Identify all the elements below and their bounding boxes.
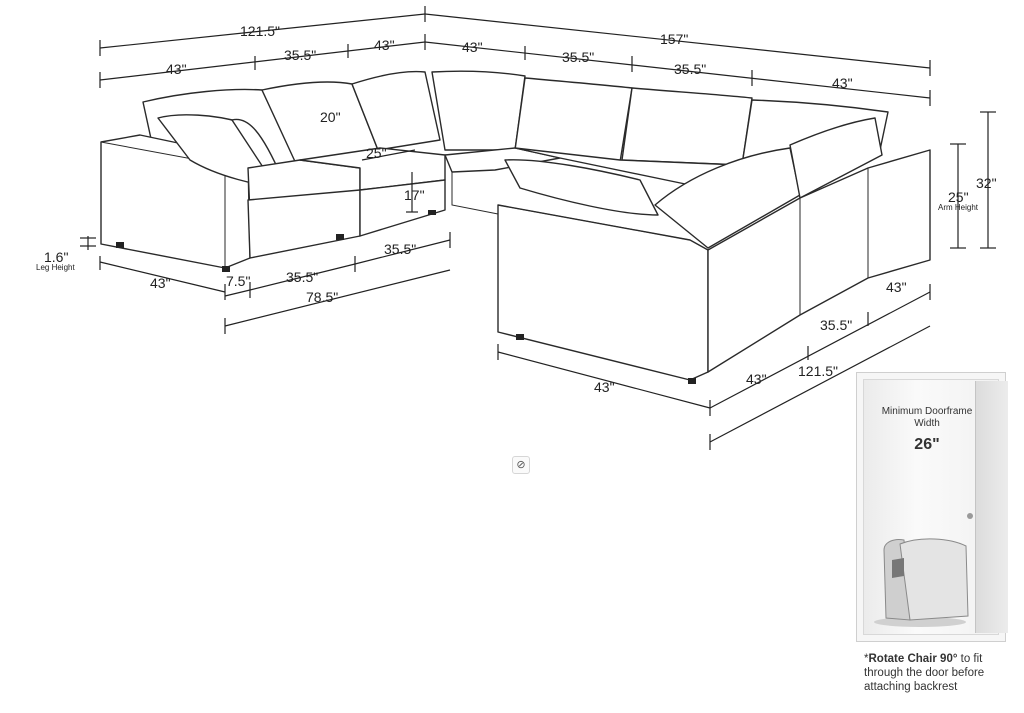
broken-image-icon: ⊘ [512,456,530,474]
door-title: Minimum Doorframe Width [881,406,973,429]
right-back-cushion-2 [789,117,883,199]
dim-right-side-3: 43" [886,279,907,295]
dim-right-total: 121.5" [798,363,838,379]
door-knob-icon [967,513,973,519]
dim-front-left-depth: 43" [150,275,171,291]
dim-seat-height: 17" [404,187,425,203]
dim-front-mid-upper: 35.5" [384,241,416,257]
dim-front-total: 78.5" [306,289,338,305]
back-cushion-mid-3 [621,87,753,166]
doorframe [856,372,1008,642]
right-front-chair [497,204,709,381]
dim-front-gap: 7.5" [226,273,250,289]
door-note-marker: * [864,653,869,665]
dim-right-side-1: 43" [746,371,767,387]
back-cushion-mid-1 [431,70,526,151]
armless-base-left [247,189,361,259]
dim-top-seg-6: 35.5" [674,61,706,77]
dim-top-right-total: 157" [660,31,688,47]
leg-height-label: Leg Height [36,263,75,272]
rotated-chair-icon [874,538,969,627]
door-leaf [975,381,1008,633]
armless-base-mid [359,179,446,237]
doorframe-illustration: Minimum Doorframe Width 26" *Rotate Chai… [848,372,1008,712]
dim-top-seg-5: 35.5" [562,49,594,65]
dim-top-seg-2: 35.5" [284,47,316,63]
door-note-rest: to fit through the door before attaching… [864,653,985,693]
arm-height-label: Arm Height [938,203,979,212]
leg [428,210,436,215]
dim-top-left-total: 121.5" [240,23,280,39]
right-front-pillow [504,159,659,216]
dim-total-height: 32" [976,175,997,191]
dim-right-front: 43" [594,379,615,395]
dim-right-side-2: 35.5" [820,317,852,333]
leg [116,242,124,248]
right-side-seat [707,149,931,373]
door-width: 26" [914,436,940,453]
dim-leg-height: 1.6" [44,249,68,265]
dim-top-seg-3: 43" [374,37,395,53]
leg [336,234,344,240]
door-note-bold: Rotate Chair 90° [868,653,958,665]
dim-seat-depth: 25" [366,145,387,161]
dim-front-mid: 35.5" [286,269,318,285]
dim-arm-height: 25" [948,189,969,205]
dim-back-height: 20" [320,109,341,125]
dim-top-seg-1: 43" [166,61,187,77]
top-dimension-lines [99,6,931,106]
dim-top-seg-4: 43" [462,39,483,55]
leg [516,334,524,340]
leg [222,266,230,272]
back-cushion-left-3 [351,70,441,151]
dim-top-seg-7: 43" [832,75,853,91]
leg [688,378,696,384]
door-note: *Rotate Chair 90° to fit through the doo… [864,652,1004,694]
sectional-sofa-drawing [100,70,931,384]
